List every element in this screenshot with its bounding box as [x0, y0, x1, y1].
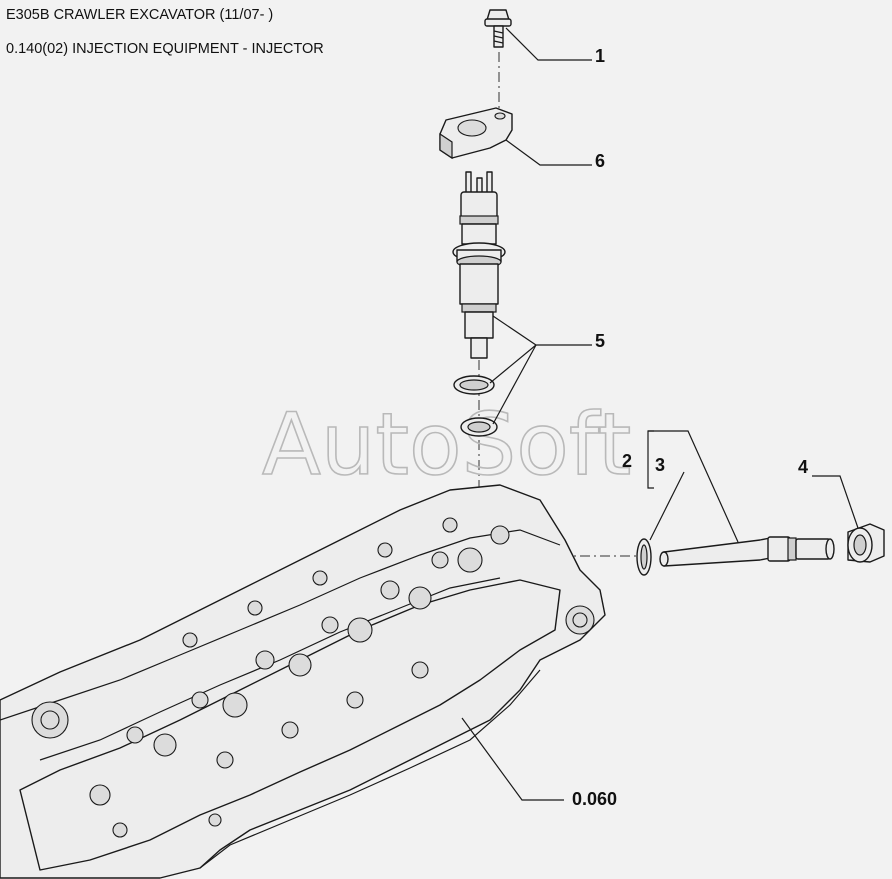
- part-3-o-ring: [636, 538, 652, 576]
- sealing-ring-lower-inner: [467, 421, 491, 433]
- leader-1: [505, 27, 592, 61]
- leader-6: [505, 139, 592, 166]
- leader-5-ring-upper: [489, 344, 537, 384]
- leader-5-ring-lower: [492, 344, 537, 425]
- callout-1: 1: [595, 46, 605, 66]
- leader-0060: [461, 717, 564, 801]
- callout-5: 5: [595, 331, 605, 351]
- leader-4: [812, 475, 859, 529]
- bracket-2: [647, 430, 654, 489]
- leader-5: [492, 315, 592, 346]
- cylinder-head: [0, 484, 606, 879]
- part-1-bolt: [484, 9, 512, 48]
- diagram-title-group: 0.140(02) INJECTION EQUIPMENT - INJECTOR: [6, 41, 324, 57]
- part-5-injector: [452, 171, 506, 359]
- callout-6: 6: [595, 151, 605, 171]
- sealing-ring-upper-inner: [459, 379, 489, 391]
- callout-4: 4: [798, 457, 808, 477]
- part-6-clamp: [439, 107, 513, 160]
- part-2-connector-tube: [659, 536, 835, 567]
- leader-3: [649, 471, 685, 541]
- callout-2: 2: [622, 451, 632, 471]
- leader-2: [648, 430, 739, 543]
- callout-ref-0060: 0.060: [572, 789, 617, 809]
- callout-3: 3: [655, 455, 665, 475]
- head-bores: [31, 517, 595, 838]
- diagram-title-model: E305B CRAWLER EXCAVATOR (11/07- ): [6, 7, 274, 23]
- part-4-nut: [847, 523, 885, 563]
- watermark-autosoft: AutoSoft: [262, 395, 631, 495]
